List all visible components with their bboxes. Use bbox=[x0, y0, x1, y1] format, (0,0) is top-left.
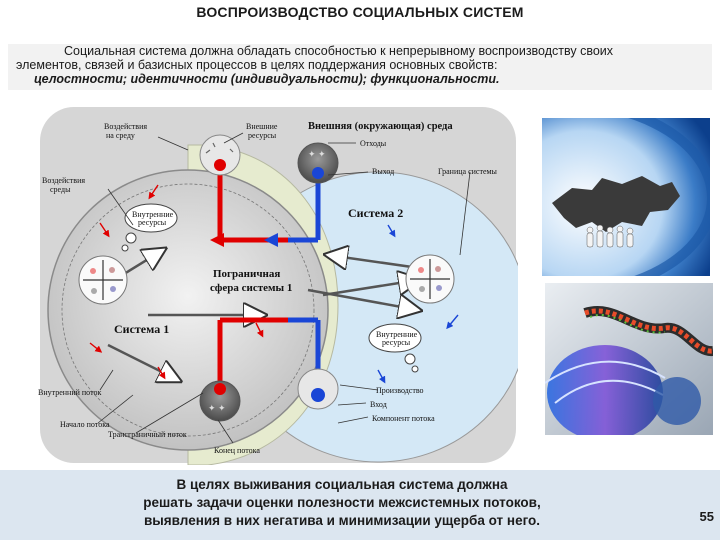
internal-resources-bubble-1 bbox=[121, 203, 178, 252]
intro-text-block: Социальная система должна обладать спосо… bbox=[8, 44, 712, 90]
small-red-arrow-5 bbox=[255, 322, 264, 338]
node-bottom-left: ✦ ✦ bbox=[199, 380, 241, 422]
node-left-cluster bbox=[78, 255, 128, 305]
gears-image bbox=[545, 283, 713, 435]
page-number: 55 bbox=[699, 509, 714, 524]
intro-line-1: Социальная система должна обладать спосо… bbox=[64, 44, 614, 58]
env-effect-label-1: Воздействия bbox=[42, 176, 85, 185]
border-zone-label-1: Пограничная bbox=[213, 268, 280, 280]
people-silhouettes bbox=[586, 224, 634, 248]
output-label: Выход bbox=[372, 167, 394, 176]
conclusion-line-1: В целях выживания социальная система дол… bbox=[176, 477, 508, 492]
svg-text:✦ ✦: ✦ ✦ bbox=[308, 149, 326, 159]
small-blue-arrow-3 bbox=[446, 314, 459, 330]
russia-map-image bbox=[542, 118, 710, 276]
system-2-label: Система 2 bbox=[348, 206, 403, 220]
input-label: Вход bbox=[370, 400, 387, 409]
node-top-left bbox=[199, 134, 241, 176]
conclusion-text: В целях выживания социальная система дол… bbox=[62, 476, 622, 530]
internal-flow-label: Внутренний поток bbox=[38, 388, 101, 397]
svg-text:✦ ✦: ✦ ✦ bbox=[208, 403, 226, 413]
node-bottom-right bbox=[297, 368, 339, 410]
red-arrow-head bbox=[210, 233, 224, 247]
flow-component-label: Компонент потока bbox=[372, 414, 435, 423]
blue-arrow-head bbox=[264, 233, 278, 247]
env-impact-label-1: Воздействия bbox=[104, 122, 147, 131]
system-1-label: Система 1 bbox=[114, 322, 169, 336]
production-label: Производство bbox=[376, 386, 424, 395]
output-flow-arrow bbox=[322, 280, 418, 297]
internal-resources-bubble-2 bbox=[368, 323, 422, 373]
internal-resources-2-label-a: Внутренние bbox=[376, 330, 418, 339]
small-red-arrow-3 bbox=[89, 342, 103, 353]
intro-line-3: целостности; идентичности (индивидуально… bbox=[34, 72, 500, 86]
small-red-arrow-1 bbox=[148, 184, 159, 200]
flow-start-label: Начало потока bbox=[60, 420, 110, 429]
small-red-arrow-2 bbox=[99, 222, 110, 238]
transborder-flow-label: Трансграничный поток bbox=[108, 430, 187, 439]
internal-resources-1-label-a: Внутренние bbox=[132, 210, 174, 219]
resource-flow-arrow-2 bbox=[107, 343, 178, 380]
env-title-label: Внешняя (окружающая) среда bbox=[308, 121, 453, 132]
intro-line-2: элементов, связей и базисных процессов в… bbox=[16, 58, 498, 72]
conclusion-line-3: выявления в них негатива и минимизации у… bbox=[143, 513, 541, 528]
env-effect-label-2: среды bbox=[50, 185, 71, 194]
external-resources-label-1: Внешние bbox=[246, 122, 278, 131]
external-resources-label-2: ресурсы bbox=[248, 131, 277, 140]
russia-map-silhouette bbox=[552, 176, 680, 232]
internal-resources-2-label-b: ресурсы bbox=[382, 338, 411, 347]
leader-lines bbox=[97, 132, 471, 444]
internal-resources-1-label-b: ресурсы bbox=[138, 218, 167, 227]
waste-label: Отходы bbox=[360, 139, 387, 148]
node-right-cluster bbox=[405, 254, 455, 304]
node-top-right: ✦ ✦ bbox=[297, 142, 339, 184]
flow-end-label: Конец потока bbox=[214, 446, 260, 455]
conclusion-line-2: решать задачи оценки полезности межсисте… bbox=[143, 495, 541, 510]
small-blue-arrow-1 bbox=[387, 224, 396, 238]
env-impact-label-2: на среду bbox=[106, 131, 135, 140]
conclusion-bar: В целях выживания социальная система дол… bbox=[0, 470, 720, 540]
small-red-arrow-4 bbox=[157, 366, 166, 380]
small-blue-arrow-2 bbox=[377, 369, 386, 384]
border-zone-label-2: сфера системы 1 bbox=[210, 282, 292, 294]
system-boundary-label: Граница системы bbox=[438, 167, 498, 176]
helix-strand bbox=[583, 306, 713, 356]
transborder-flow-arrow bbox=[307, 288, 418, 310]
system-1-inner-ring bbox=[61, 183, 315, 437]
slide-title: ВОСПРОИЗВОДСТВО СОЦИАЛЬНЫХ СИСТЕМ bbox=[196, 4, 524, 20]
system-reproduction-diagram: ✦ ✦ ✦ ✦ bbox=[38, 105, 529, 466]
system-1-area bbox=[47, 169, 329, 451]
small-gear bbox=[653, 377, 701, 425]
